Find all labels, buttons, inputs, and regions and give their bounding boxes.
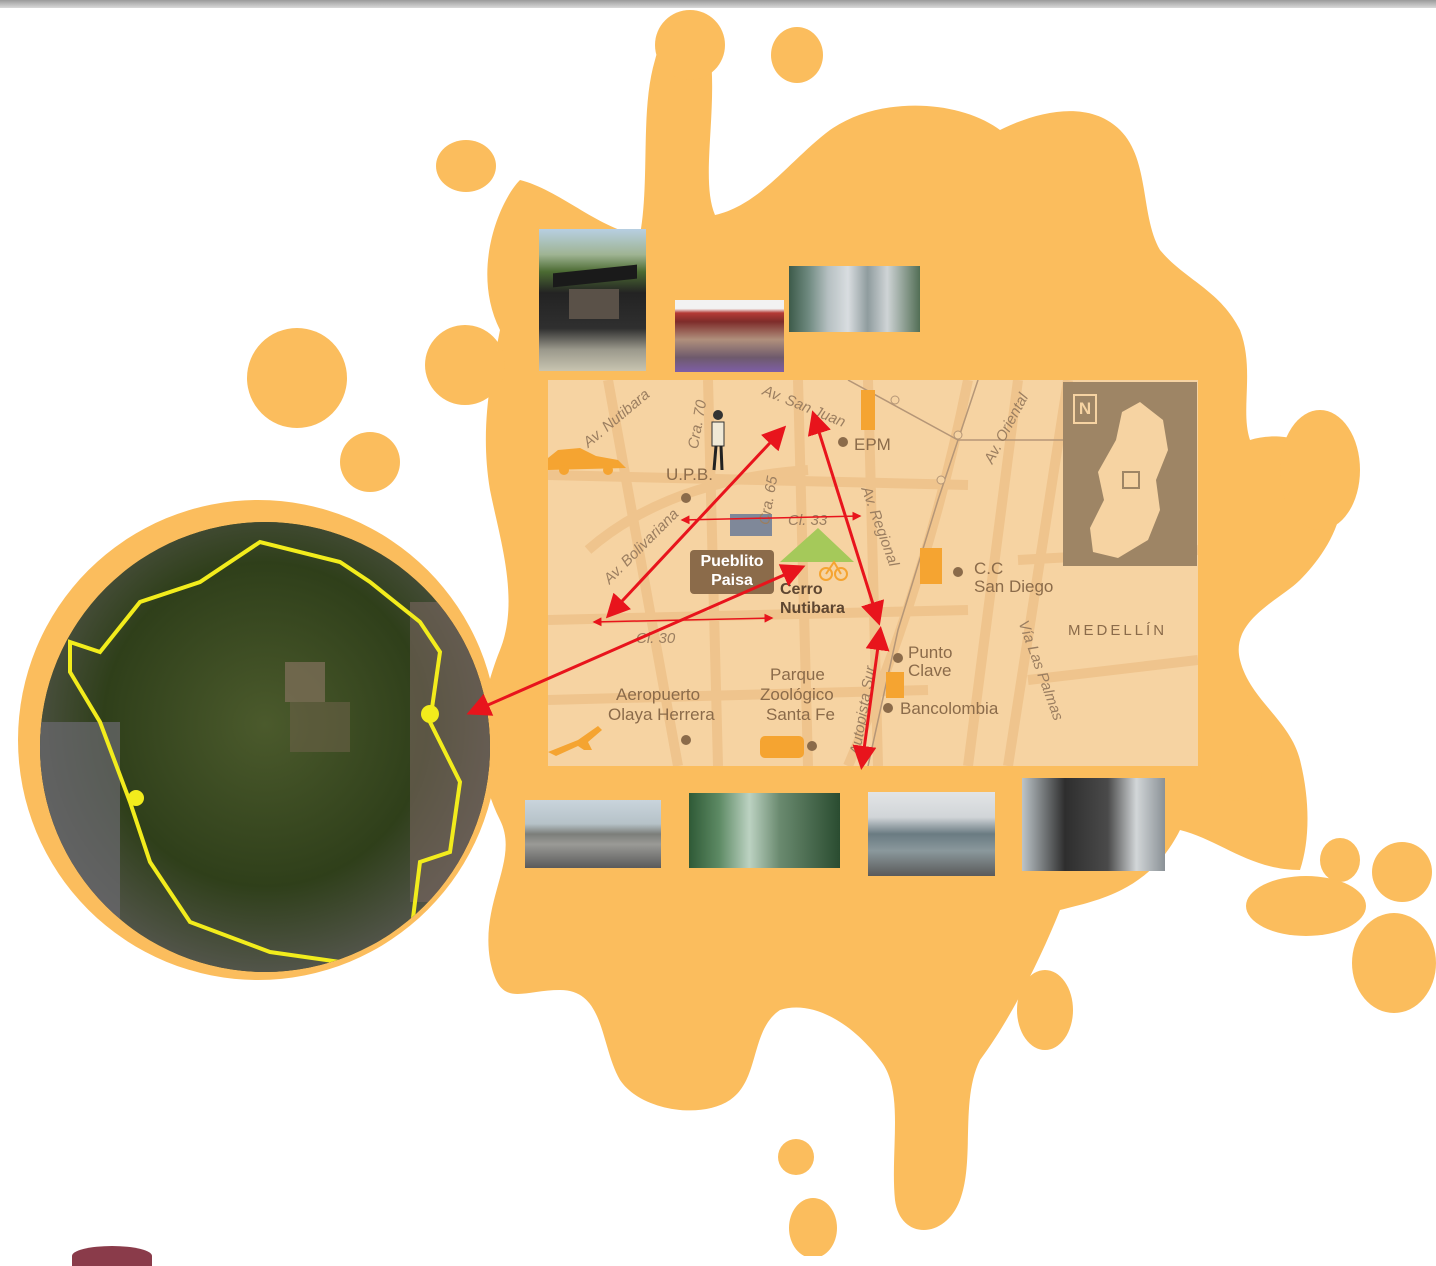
label-clave: Clave [908,661,952,680]
photo-bancolombia [1022,778,1165,871]
photo-towers [789,266,920,332]
building-icon [886,672,904,698]
cerro-boundary [68,539,463,965]
label-san-diego: San Diego [974,577,1054,596]
bus-icon [760,736,804,758]
label-punto: Punto [908,643,953,662]
north-icon: N [1073,394,1097,424]
photo-office [868,792,995,876]
plane-icon [548,726,602,756]
building-icon [920,548,942,584]
medellin-silhouette [1090,402,1168,558]
photo-station [675,300,784,372]
photo-theater [539,229,646,371]
photo-zoo [689,793,840,868]
locator-square [1122,471,1140,489]
label-medellin: MEDELLÍN [1068,622,1168,639]
satellite-image [40,522,490,972]
photo-airport [525,800,661,868]
decorative-blob [72,1246,152,1266]
label-cc: C.C [974,559,1004,578]
satellite-view [40,522,490,972]
label-bancolombia: Bancolombia [900,699,999,718]
area-map: N Av. Nutibara Cra. 70 Av. San Juan Av. … [548,380,1198,766]
top-bar [0,0,1436,8]
